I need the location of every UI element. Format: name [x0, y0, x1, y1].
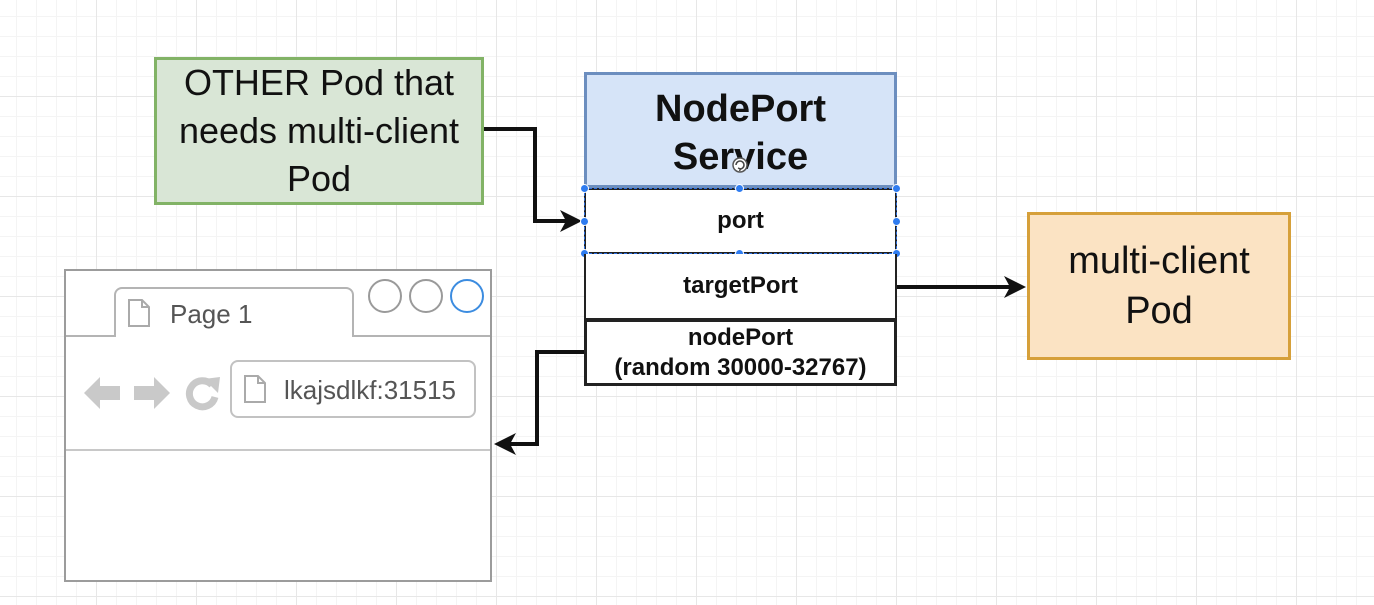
multi-client-pod-box[interactable]: multi-client Pod: [1027, 212, 1291, 360]
arrowhead-pod: [1004, 276, 1026, 298]
other-pod-box[interactable]: OTHER Pod that needs multi-client Pod: [154, 57, 484, 205]
arrow-other-to-port: [484, 127, 572, 223]
document-icon: [128, 299, 150, 327]
tab-label: Page 1: [170, 299, 253, 329]
window-control-icon[interactable]: [450, 279, 484, 313]
reload-icon[interactable]: [182, 373, 222, 413]
other-pod-label: OTHER Pod that needs multi-client Pod: [178, 62, 460, 199]
tab-bar-line: [352, 335, 490, 337]
window-control-icon[interactable]: [409, 279, 443, 313]
multi-client-pod-label: multi-client Pod: [1068, 240, 1250, 332]
nodeport-service-title: NodePort Service: [655, 88, 826, 178]
address-bar[interactable]: lkajsdlkf:31515: [230, 360, 476, 418]
forward-arrow-icon[interactable]: [132, 373, 172, 413]
window-control-icon[interactable]: [368, 279, 402, 313]
port-row[interactable]: port: [584, 188, 897, 254]
arrowhead-port: [560, 210, 582, 232]
back-arrow-icon[interactable]: [82, 373, 122, 413]
browser-content-divider: [66, 449, 490, 451]
arrowhead-browser: [494, 433, 516, 455]
address-text: lkajsdlkf:31515: [284, 375, 456, 405]
browser-tab[interactable]: Page 1: [114, 287, 354, 337]
browser-window[interactable]: Page 1 lkajsdlkf:31515: [64, 269, 492, 582]
port-label: port: [717, 207, 764, 234]
nodeport-service-header[interactable]: NodePort Service: [584, 72, 897, 188]
node-port-range: (random 30000-32767): [614, 353, 867, 381]
document-icon: [244, 375, 266, 403]
node-port-label: nodePort: [687, 323, 794, 351]
tab-bar-line: [66, 335, 116, 337]
arrow-nodeport-to-browser: [506, 350, 584, 446]
target-port-label: targetPort: [683, 272, 798, 299]
target-port-row[interactable]: targetPort: [584, 254, 897, 320]
node-port-row[interactable]: nodePort (random 30000-32767): [584, 319, 897, 386]
move-cursor-icon: [732, 157, 748, 173]
